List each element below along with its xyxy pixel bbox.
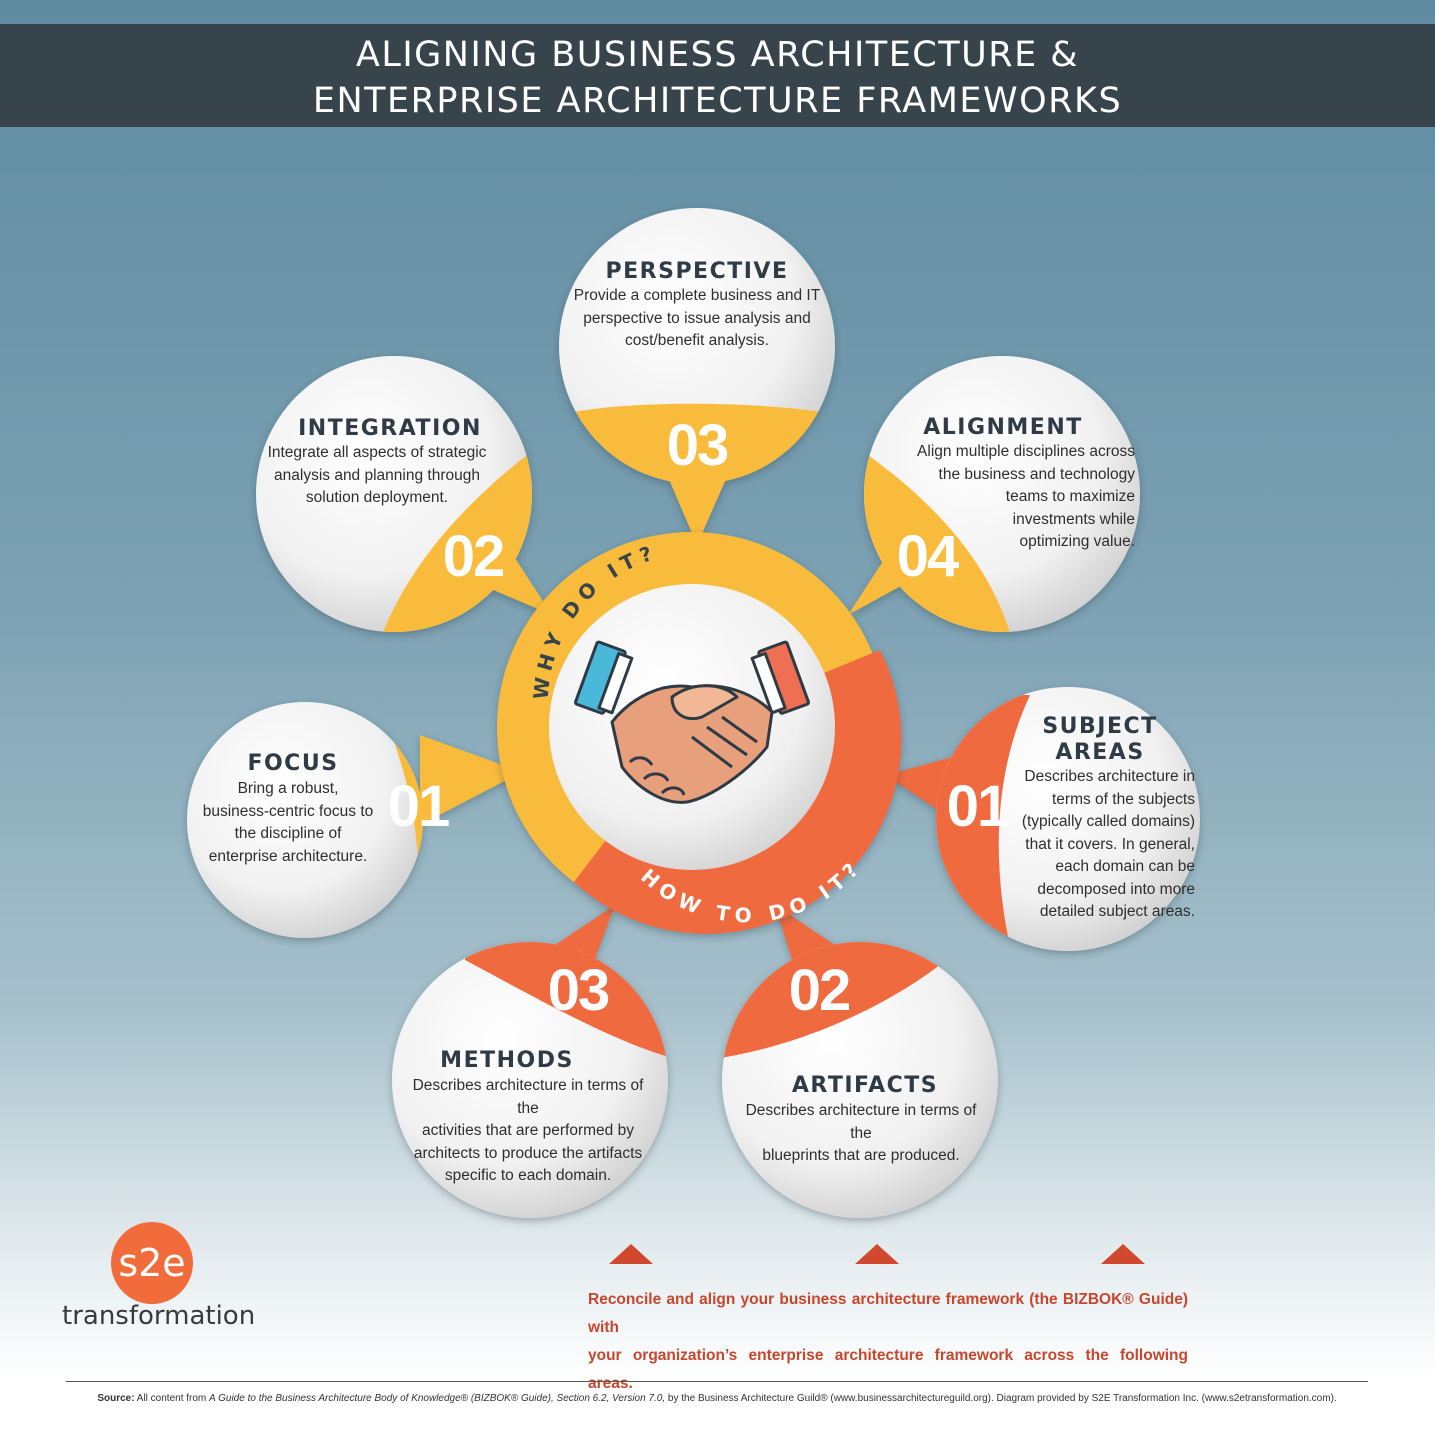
source-label: Source:: [97, 1393, 135, 1404]
methods-title: METHODS: [440, 1048, 574, 1073]
perspective-number: 03: [666, 413, 730, 478]
source-note: Source: All content from A Guide to the …: [66, 1392, 1368, 1406]
integration-number: 02: [442, 524, 506, 589]
subject-areas-number: 01: [946, 774, 1010, 839]
alignment-description: Align multiple disciplines across the bu…: [917, 443, 1135, 550]
source-prefix: All content from: [136, 1393, 210, 1404]
alignment-title: ALIGNMENT: [923, 415, 1083, 440]
methods-number: 03: [547, 958, 611, 1023]
perspective-title: PERSPECTIVE: [605, 259, 789, 284]
integration-title: INTEGRATION: [298, 416, 482, 441]
triangle-marker-icon: [855, 1244, 899, 1264]
alignment-number: 04: [896, 524, 960, 589]
methods-description: Describes architecture in terms of the a…: [412, 1077, 644, 1184]
artifacts-bubble: [722, 905, 998, 1218]
source-book: A Guide to the Business Architecture Bod…: [209, 1393, 666, 1404]
title-line-1: ALIGNING BUSINESS ARCHITECTURE &: [355, 35, 1080, 75]
focus-description: Bring a robust, business-centric focus t…: [202, 780, 374, 865]
triangle-marker-icon: [1101, 1244, 1145, 1264]
integration-bubble: [256, 356, 552, 632]
footer-divider: [66, 1381, 1368, 1382]
subject-areas-description: Describes architecture in terms of the s…: [1021, 768, 1195, 920]
artifacts-title: ARTIFACTS: [791, 1073, 939, 1098]
triangle-marker-icon: [609, 1244, 653, 1264]
focus-bubble: [187, 702, 522, 938]
subject-areas-title: SUBJECT AREAS: [1042, 714, 1158, 765]
source-suffix: by the Business Architecture Guild® (www…: [665, 1393, 1337, 1404]
title-line-2: ENTERPRISE ARCHITECTURE FRAMEWORKS: [312, 81, 1123, 121]
title-bar: ALIGNING BUSINESS ARCHITECTURE & ENTERPR…: [0, 24, 1435, 127]
integration-description: Integrate all aspects of strategic analy…: [267, 444, 487, 506]
s2e-logo-wordmark: transformation: [62, 1301, 256, 1331]
focus-title: FOCUS: [247, 751, 339, 776]
s2e-logo-mark: s2e: [111, 1222, 193, 1304]
perspective-description: Provide a complete business and IT persp…: [573, 287, 821, 349]
artifacts-description: Describes architecture in terms of the b…: [745, 1102, 977, 1164]
handshake-icon: [574, 640, 810, 804]
focus-number: 01: [387, 774, 451, 839]
footer-callout: Reconcile and align your business archit…: [588, 1291, 1188, 1392]
methods-bubble: [392, 905, 668, 1218]
artifacts-number: 02: [788, 958, 852, 1023]
